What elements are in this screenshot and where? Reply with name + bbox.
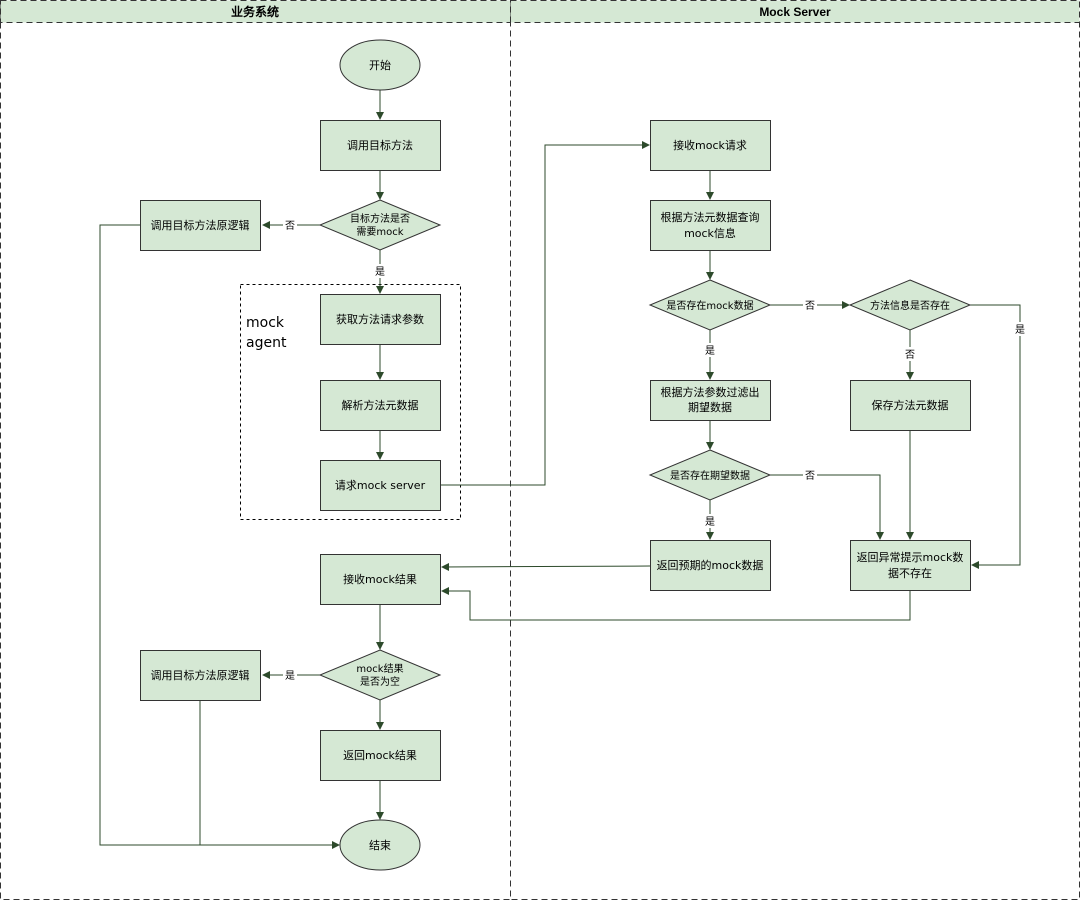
- node-filter-expected: 根据方法参数过滤出 期望数据: [650, 380, 771, 421]
- edge-method-yes-to-error: [970, 304, 1021, 569]
- edge-label-expected-no: 否: [805, 470, 815, 482]
- decision-method-exists: 方法信息是否存在: [848, 279, 972, 331]
- node-save-meta-label: 保存方法元数据: [872, 398, 949, 412]
- swimlane-business: 业务系统: [0, 0, 511, 900]
- node-error-not-exist-line2: 据不存在: [888, 566, 932, 580]
- node-parse-meta: 解析方法元数据: [320, 380, 441, 431]
- node-filter-expected-line1: 根据方法参数过滤出: [661, 385, 760, 399]
- node-orig-logic-1: 调用目标方法原逻辑: [140, 200, 261, 251]
- node-orig-logic-2: 调用目标方法原逻辑: [140, 650, 261, 701]
- decision-method-exists-label: 方法信息是否存在: [870, 299, 950, 312]
- node-recv-request-label: 接收mock请求: [673, 138, 747, 152]
- decision-exists-expected-label: 是否存在期望数据: [670, 469, 750, 482]
- node-filter-expected-line2: 期望数据: [688, 400, 732, 414]
- edge-label-exists-mock-no: 否: [805, 300, 815, 312]
- edge-label-method-yes: 是: [1015, 324, 1025, 336]
- lane-title-mock-server: Mock Server: [759, 5, 831, 19]
- decision-need-mock-line2: 需要mock: [356, 226, 403, 238]
- node-recv-result-label: 接收mock结果: [343, 572, 417, 586]
- node-return-result-label: 返回mock结果: [343, 749, 417, 762]
- node-orig-logic-2-label: 调用目标方法原逻辑: [151, 668, 250, 682]
- edge-label-empty-yes: 是: [285, 670, 295, 682]
- edge-orig1-to-end: [99, 224, 340, 849]
- edge-label-need-mock-yes: 是: [375, 266, 385, 278]
- node-get-params-label: 获取方法请求参数: [336, 312, 424, 326]
- node-call-target-label: 调用目标方法: [347, 138, 413, 152]
- node-save-meta: 保存方法元数据: [850, 380, 971, 431]
- decision-need-mock: 目标方法是否 需要mock: [318, 199, 442, 251]
- decision-exists-mock-label: 是否存在mock数据: [666, 299, 753, 312]
- node-query-info-line2: mock信息: [684, 226, 736, 240]
- mock-agent-group: mock agent: [240, 284, 461, 520]
- swimlane-mock-server: Mock Server: [510, 0, 1080, 900]
- node-return-result: 返回mock结果: [320, 730, 441, 781]
- edge-expected-no-to-error: [770, 474, 884, 540]
- node-return-expected-label: 返回预期的mock数据: [657, 558, 764, 572]
- node-start-label: 开始: [369, 58, 391, 72]
- node-error-not-exist: 返回异常提示mock数 据不存在: [850, 540, 971, 591]
- edges: [99, 90, 1021, 849]
- edge-label-need-mock-no: 否: [285, 220, 295, 232]
- edge-return-to-recv: [441, 562, 651, 571]
- edge-label-exists-mock-yes: 是: [705, 345, 715, 357]
- edge-label-method-no: 否: [905, 349, 915, 361]
- node-query-info-line1: 根据方法元数据查询: [661, 210, 760, 224]
- node-return-expected: 返回预期的mock数据: [650, 540, 771, 591]
- edge-label-expected-yes: 是: [705, 516, 715, 528]
- mock-agent-label-line1: mock: [246, 315, 285, 331]
- decision-result-empty-line2: 是否为空: [360, 675, 400, 688]
- edge-labels: 否 是 是 否 是 是 否 否 是: [283, 218, 1027, 682]
- node-start: 开始: [339, 39, 421, 91]
- node-orig-logic-1-label: 调用目标方法原逻辑: [151, 218, 250, 232]
- decision-exists-expected: 是否存在期望数据: [648, 449, 772, 501]
- node-request-server-label: 请求mock server: [335, 479, 426, 492]
- node-end: 结束: [339, 819, 421, 871]
- decision-result-empty-line1: mock结果: [356, 662, 403, 675]
- node-error-not-exist-line1: 返回异常提示mock数: [857, 551, 964, 564]
- node-query-info: 根据方法元数据查询 mock信息: [650, 200, 771, 251]
- node-recv-result: 接收mock结果: [320, 554, 441, 605]
- mock-agent-label-line2: agent: [246, 335, 287, 351]
- node-parse-meta-label: 解析方法元数据: [342, 398, 419, 412]
- node-end-label: 结束: [369, 839, 391, 852]
- edge-error-to-recv: [441, 587, 911, 621]
- node-call-target: 调用目标方法: [320, 120, 441, 171]
- decision-need-mock-line1: 目标方法是否: [350, 212, 410, 225]
- node-request-server: 请求mock server: [320, 460, 441, 511]
- lane-title-business: 业务系统: [231, 4, 279, 19]
- node-get-params: 获取方法请求参数: [320, 294, 441, 345]
- edge-request-to-server: [440, 141, 650, 486]
- node-recv-request: 接收mock请求: [650, 120, 771, 171]
- decision-result-empty: mock结果 是否为空: [318, 649, 442, 701]
- decision-exists-mock: 是否存在mock数据: [648, 279, 772, 331]
